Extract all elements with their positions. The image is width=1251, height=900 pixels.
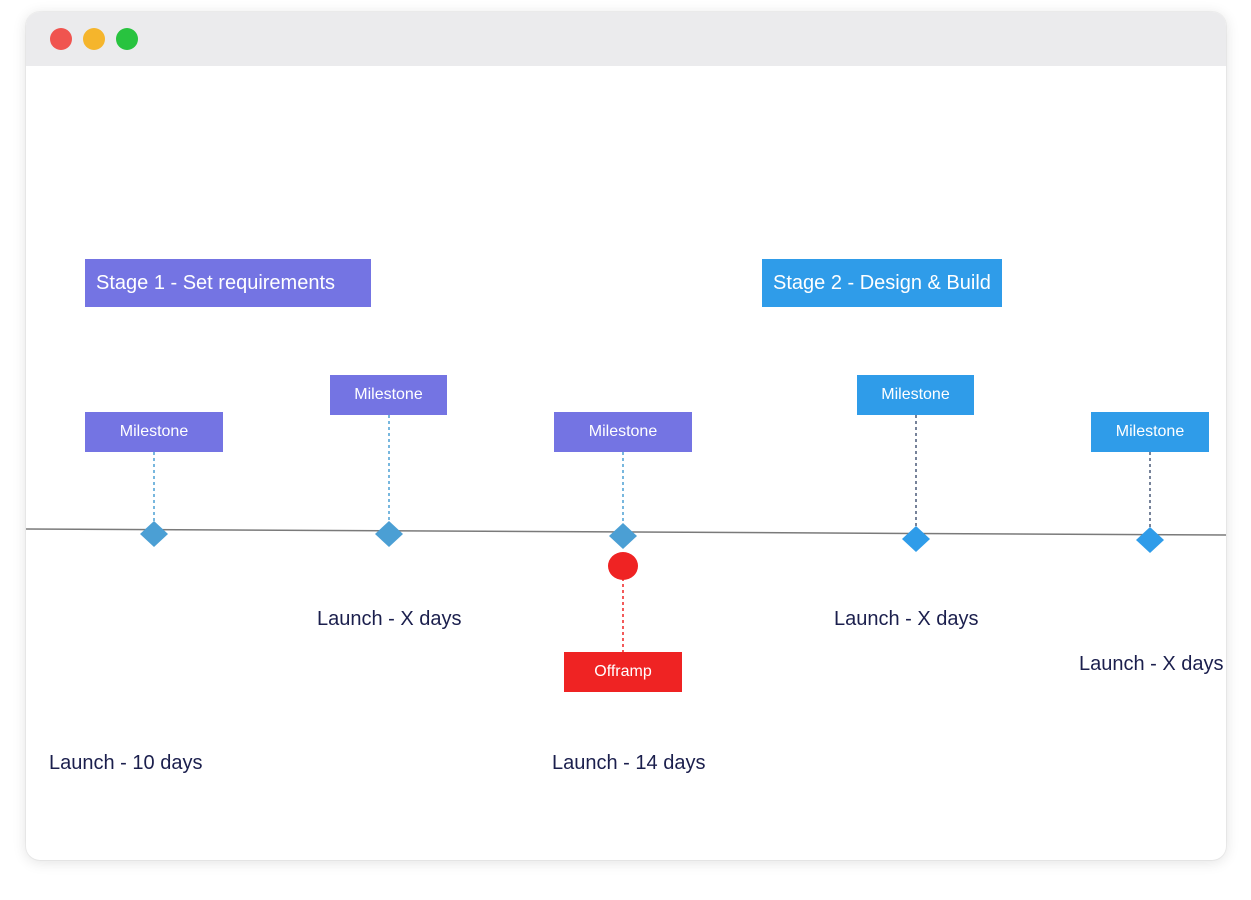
browser-window: Stage 1 - Set requirements Stage 2 - Des… <box>26 12 1226 860</box>
milestone-box: Milestone <box>1091 412 1209 452</box>
close-window-button[interactable] <box>50 28 72 50</box>
launch-label: Launch - X days <box>1079 653 1224 675</box>
milestone-diamond <box>1136 527 1164 553</box>
milestone-diamond <box>140 521 168 547</box>
launch-label: Launch - X days <box>834 608 979 630</box>
milestone-box: Milestone <box>330 375 447 415</box>
milestone-diamond <box>609 523 637 549</box>
offramp-box: Offramp <box>564 652 682 692</box>
timeline-graphics <box>26 415 1226 652</box>
stage-2-label: Stage 2 - Design & Build <box>762 259 1002 307</box>
milestone-diamond <box>375 521 403 547</box>
launch-label: Launch - 14 days <box>552 752 706 774</box>
milestone-box: Milestone <box>554 412 692 452</box>
timeline-canvas: Stage 1 - Set requirements Stage 2 - Des… <box>26 66 1226 860</box>
launch-label: Launch - 10 days <box>49 752 203 774</box>
offramp-circle <box>608 552 638 580</box>
maximize-window-button[interactable] <box>116 28 138 50</box>
stage-1-label: Stage 1 - Set requirements <box>85 259 371 307</box>
milestone-box: Milestone <box>85 412 223 452</box>
milestone-diamond <box>902 526 930 552</box>
minimize-window-button[interactable] <box>83 28 105 50</box>
launch-label: Launch - X days <box>317 608 462 630</box>
window-titlebar <box>26 12 1226 66</box>
milestone-box: Milestone <box>857 375 974 415</box>
